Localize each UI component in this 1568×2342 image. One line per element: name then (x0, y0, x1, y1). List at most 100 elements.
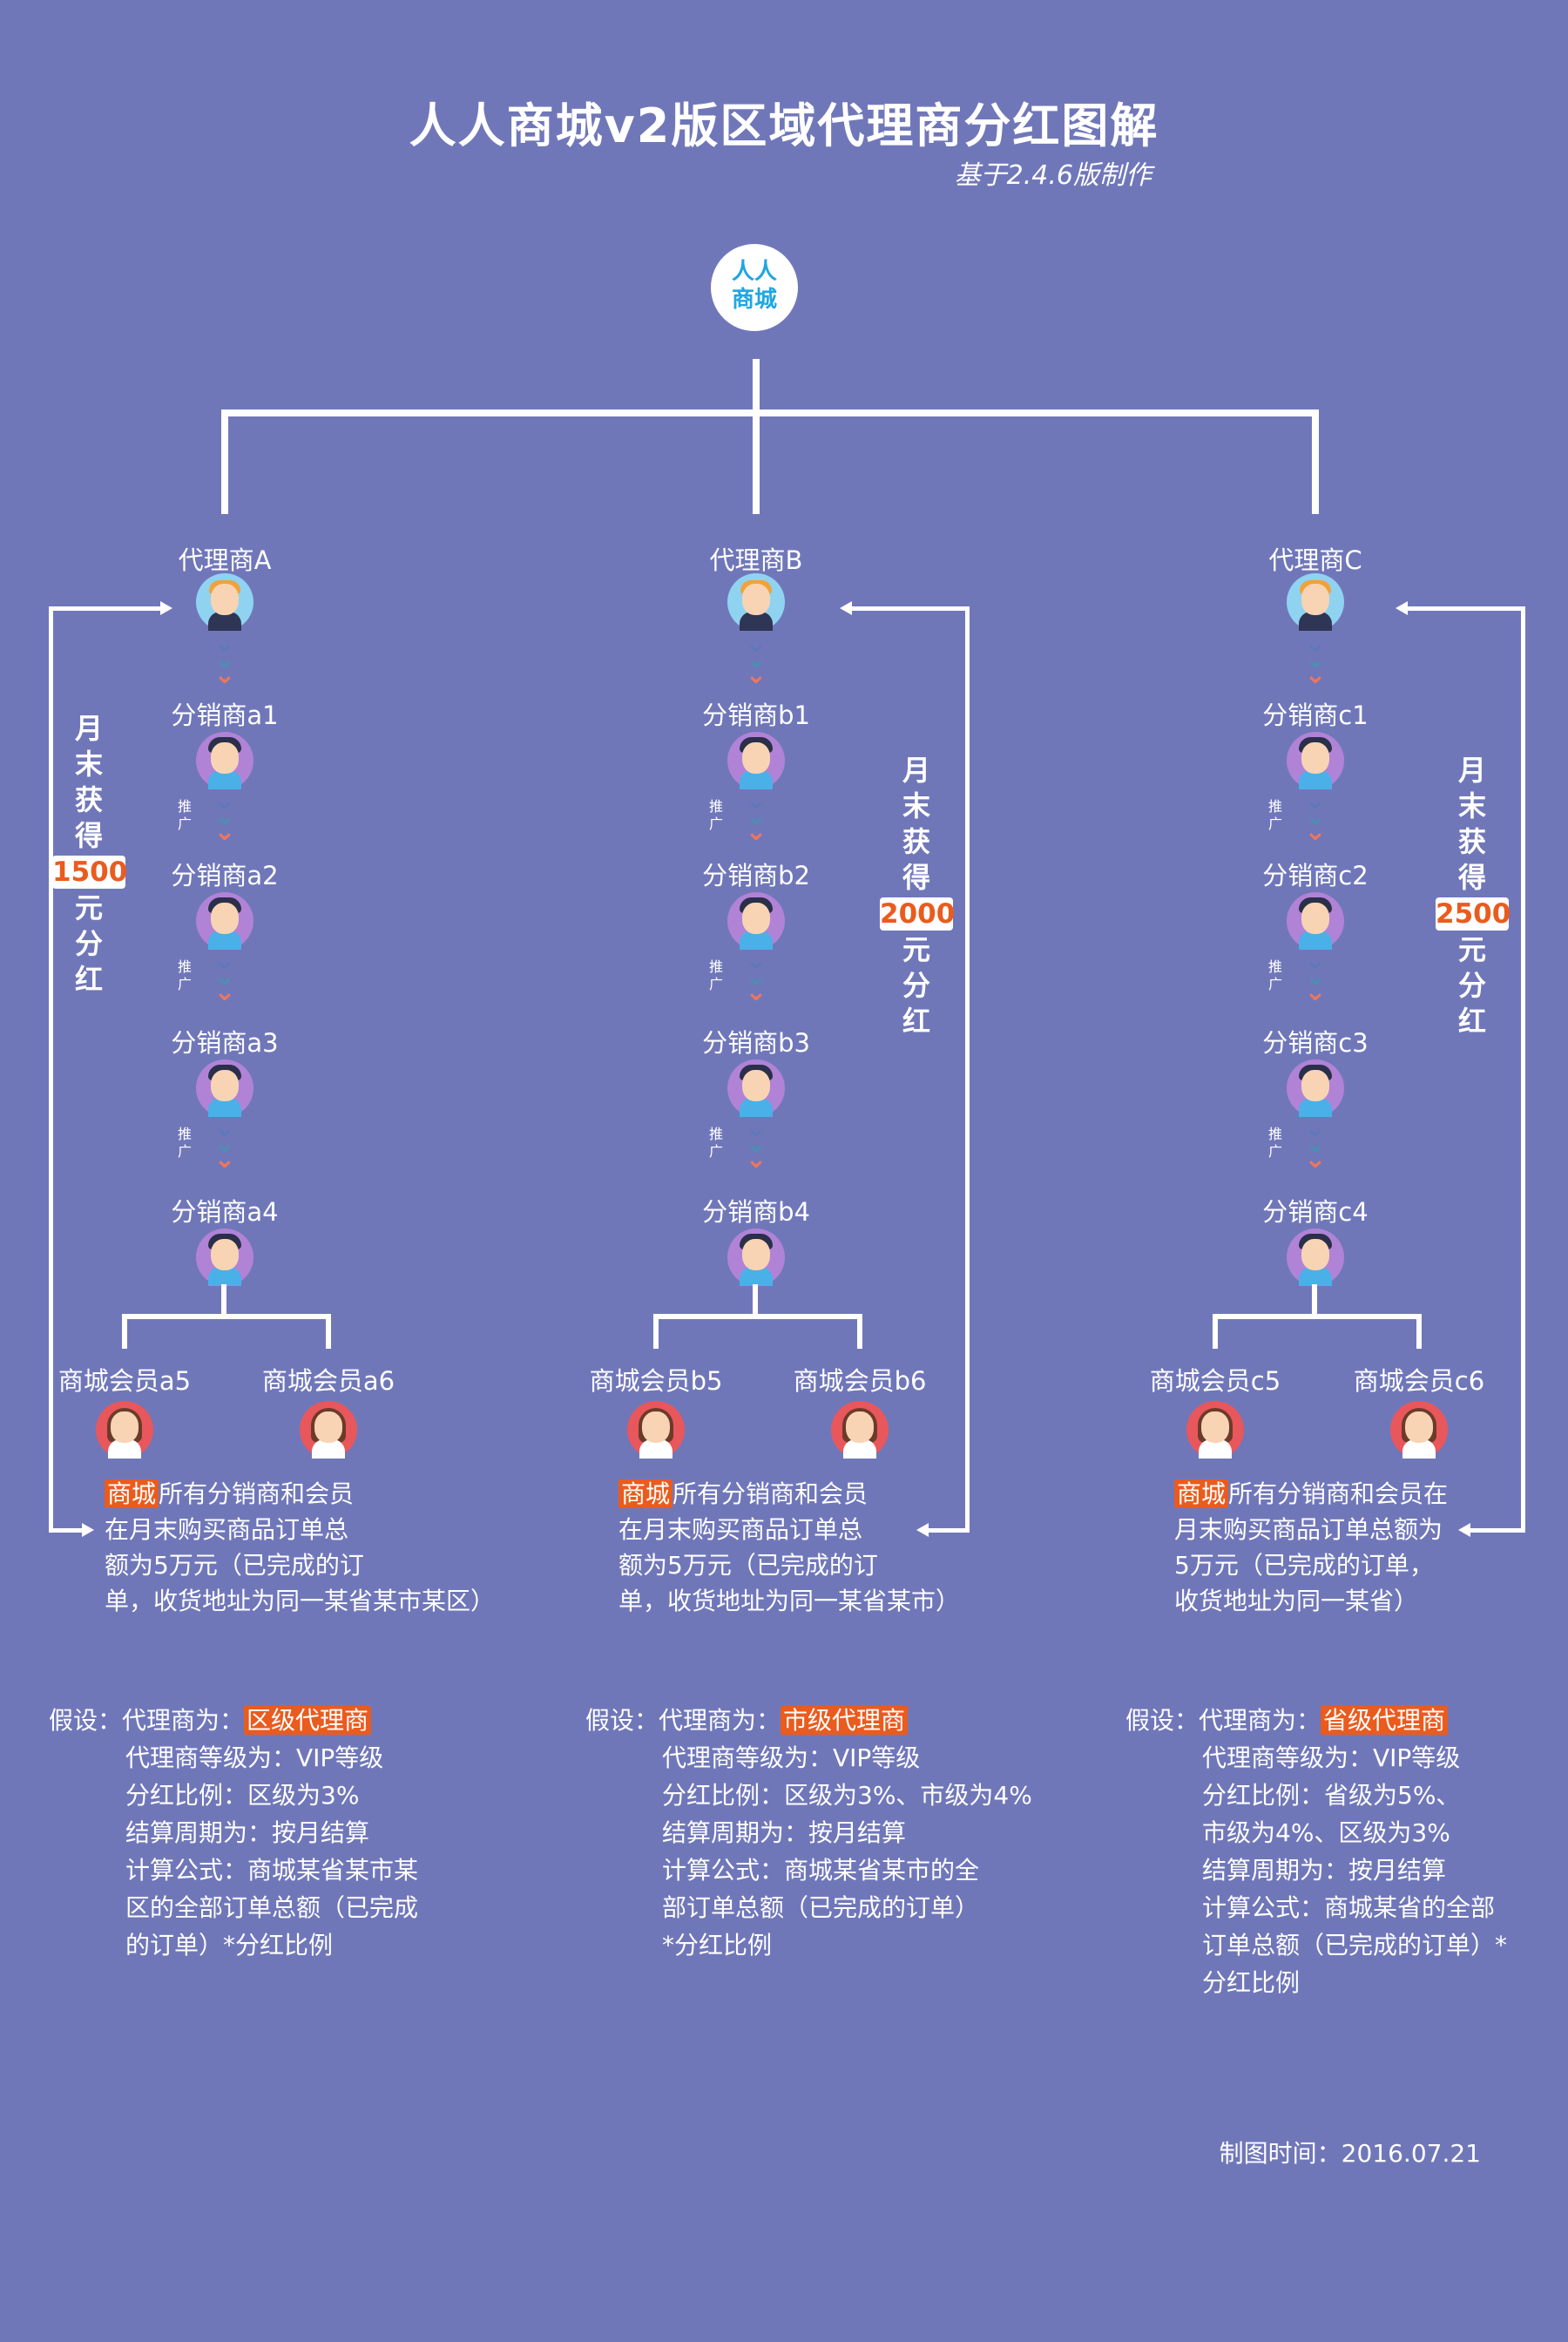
bonus-char: 末 (902, 789, 930, 822)
bonus-char: 获 (1457, 825, 1486, 858)
desc-line: 5万元（已完成的订单， (1174, 1551, 1434, 1580)
order-description: 商城所有分销商和会员在月末购买商品订单总额为5万元（已完成的订单，收货地址为同一… (105, 1476, 495, 1619)
assumption-line: 的订单）*分红比例 (125, 1931, 334, 1960)
body-shape (1402, 1439, 1436, 1459)
member-label: 商城会员c6 (1353, 1366, 1485, 1396)
promote-label-2: 广 (177, 1143, 192, 1160)
distributor-avatar-icon (196, 732, 253, 789)
bonus-char: 月 (902, 754, 930, 787)
assumption-line: 分红比例：区级为3%、市级为4% (662, 1781, 1032, 1810)
distributor-label: 分销商c1 (1262, 701, 1369, 730)
distributor-label: 分销商b1 (702, 701, 810, 730)
bonus-line-top (852, 606, 970, 611)
agent-level-badge: 市级代理商 (781, 1706, 909, 1735)
distributor-label: 分销商b2 (702, 861, 810, 890)
chevron-down-icon: ⌄ (1304, 977, 1327, 1007)
down-arrows-icon: ⌄⌄⌄ (213, 631, 235, 688)
bonus-char: 红 (902, 1005, 930, 1038)
desc-line: 单，收货地址为同一某省某市某区） (105, 1587, 496, 1615)
bonus-char: 获 (74, 783, 103, 816)
body-shape (108, 1439, 141, 1459)
assumption-label: 假设：代理商为： (585, 1706, 781, 1735)
agent-avatar-icon (196, 573, 253, 631)
desc-line: 所有分销商和会员在 (1228, 1479, 1449, 1508)
bonus-char: 得 (74, 819, 103, 852)
assumption-line: 结算周期为：按月结算 (125, 1818, 370, 1847)
connector-horizontal (221, 410, 1319, 416)
assumption-line: 分红比例：省级为5%、 (1202, 1781, 1461, 1810)
promote-label-2: 广 (177, 816, 192, 832)
agent-level-badge: 区级代理商 (244, 1706, 372, 1735)
down-arrows-icon: ⌄⌄⌄ (213, 948, 236, 1007)
promote-label-1: 推 (708, 958, 723, 975)
bonus-char: 分 (1457, 969, 1486, 1002)
bonus-char: 得 (902, 861, 930, 894)
face-shape (1405, 1411, 1433, 1443)
assumption-label: 假设：代理商为： (49, 1706, 245, 1735)
assumption-header: 假设：代理商为：市级代理商 (585, 1702, 1032, 1739)
promote-label-2: 广 (177, 976, 192, 992)
arrow-left-icon (840, 601, 852, 615)
bonus-char: 月 (1457, 754, 1486, 787)
distributor-avatar-icon (727, 1059, 785, 1117)
body-shape (1299, 612, 1332, 631)
assumption-line: 计算公式：商城某省某市某 (125, 1856, 419, 1885)
face-shape (211, 1239, 239, 1270)
face-shape (111, 1411, 139, 1443)
distributor-label: 分销商b4 (702, 1197, 810, 1227)
promote-label-2: 广 (1267, 816, 1282, 832)
chart-date: 制图时间：2016.07.21 (1219, 2139, 1481, 2168)
face-shape (846, 1411, 874, 1443)
desc-highlight: 商城 (1174, 1479, 1229, 1508)
renren-mall-logo: 人人 商城 (711, 244, 798, 331)
connector-to-agent-c (1312, 410, 1319, 514)
chevron-down-icon: ⌄ (1304, 660, 1327, 690)
connector-member-left (653, 1314, 659, 1349)
face-shape (742, 742, 770, 774)
assumption-line: 部订单总额（已完成的订单） (662, 1893, 980, 1922)
connector-trunk (753, 359, 760, 413)
promote-label-1: 推 (708, 1126, 723, 1142)
distributor-label: 分销商a3 (171, 1028, 279, 1058)
down-arrows-icon: ⌄⌄⌄ (1304, 948, 1327, 1007)
connector-member-stem (1312, 1284, 1317, 1316)
distributor-label: 分销商b3 (702, 1028, 810, 1058)
chevron-down-icon: ⌄ (213, 977, 236, 1007)
down-arrows-icon: ⌄⌄⌄ (1304, 788, 1326, 845)
distributor-label: 分销商c4 (1262, 1197, 1369, 1227)
body-shape (740, 612, 773, 631)
bonus-line-bottom (929, 1528, 970, 1533)
bonus-line-vertical (965, 606, 970, 1531)
desc-line: 单，收货地址为同一某省某市） (618, 1587, 961, 1615)
assumption-line: 订单总额（已完成的订单）* (1202, 1931, 1508, 1960)
chevron-down-icon: ⌄ (745, 1144, 767, 1174)
face-shape (1301, 1239, 1329, 1270)
promote-label-2: 广 (1267, 1143, 1282, 1160)
connector-member-right (326, 1314, 331, 1349)
face-shape (1301, 903, 1329, 934)
down-arrows-icon: ⌄⌄⌄ (1304, 1115, 1326, 1173)
bonus-line-vertical (1521, 606, 1525, 1531)
bonus-char: 红 (1457, 1005, 1486, 1038)
bonus-char: 末 (74, 748, 103, 781)
agent-level-badge: 省级代理商 (1321, 1706, 1449, 1735)
body-shape (740, 931, 773, 950)
distributor-label: 分销商a4 (171, 1197, 279, 1227)
assumption-line: 市级为4%、区级为3% (1202, 1818, 1450, 1847)
agent-label: 代理商A (178, 545, 272, 575)
promote-label-1: 推 (177, 958, 192, 975)
assumption-label: 假设：代理商为： (1125, 1706, 1321, 1735)
face-shape (742, 1070, 770, 1101)
body-shape (1199, 1439, 1232, 1459)
down-arrows-icon: ⌄⌄⌄ (745, 788, 767, 845)
member-avatar-icon (96, 1401, 153, 1459)
desc-line: 月末购买商品订单总额为 (1174, 1515, 1443, 1544)
assumption-header: 假设：代理商为：区级代理商 (49, 1702, 418, 1739)
bonus-char: 元 (902, 933, 930, 966)
body-shape (1299, 931, 1332, 950)
distributor-avatar-icon (727, 732, 785, 789)
body-shape (208, 931, 241, 950)
agent-avatar-icon (727, 573, 785, 631)
